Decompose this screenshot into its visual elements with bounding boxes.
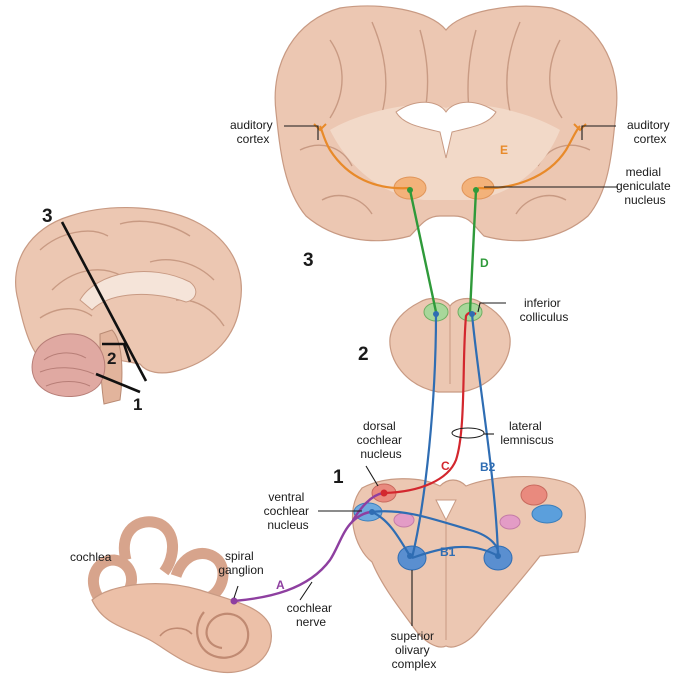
pathway-letter-d: D <box>480 256 489 270</box>
label-cochlear-nerve: cochlear nerve <box>287 601 336 629</box>
level-label-2: 2 <box>358 344 369 365</box>
label-ventral-cochlear-nucleus: ventral cochlear nucleus <box>264 490 313 532</box>
pathway-letter-e: E <box>500 143 508 157</box>
label-auditory-cortex-right: auditory cortex <box>627 118 673 146</box>
pathway-letter-b1: B1 <box>440 545 456 559</box>
pathway-d <box>408 189 478 313</box>
label-medial-geniculate-nucleus: medial geniculate nucleus <box>616 165 674 207</box>
pathway-letter-c: C <box>441 459 450 473</box>
level-label-1: 1 <box>333 467 344 488</box>
pathway-letter-b2: B2 <box>480 460 496 474</box>
midsagittal-label-3: 3 <box>42 206 53 227</box>
coronal-forebrain-section <box>274 5 618 242</box>
midsagittal-label-1: 1 <box>133 395 142 414</box>
brainstem-section <box>351 476 586 648</box>
label-lateral-lemniscus: lateral lemniscus <box>500 419 553 447</box>
pathway-b2 <box>371 313 500 559</box>
pathway-c <box>383 311 477 495</box>
label-auditory-cortex-left: auditory cortex <box>230 118 276 146</box>
midsagittal-brain: 3 2 1 <box>15 206 242 414</box>
auditory-pathways <box>230 123 587 605</box>
level-label-3: 3 <box>303 250 314 271</box>
label-dorsal-cochlear-nucleus: dorsal cochlear nucleus <box>357 419 406 461</box>
midbrain-section <box>389 297 511 393</box>
pathway-b1 <box>371 510 499 560</box>
cochlea-illustration <box>87 516 272 674</box>
label-cochlea: cochlea <box>70 550 112 564</box>
leader-lines <box>233 125 618 626</box>
label-inferior-colliculus: inferior colliculus <box>520 296 569 324</box>
pathway-letter-a: A <box>276 578 285 592</box>
label-spiral-ganglion: spiral ganglion <box>218 549 263 577</box>
midsagittal-label-2: 2 <box>107 349 116 368</box>
label-superior-olivary-complex: superior olivary complex <box>391 629 438 671</box>
